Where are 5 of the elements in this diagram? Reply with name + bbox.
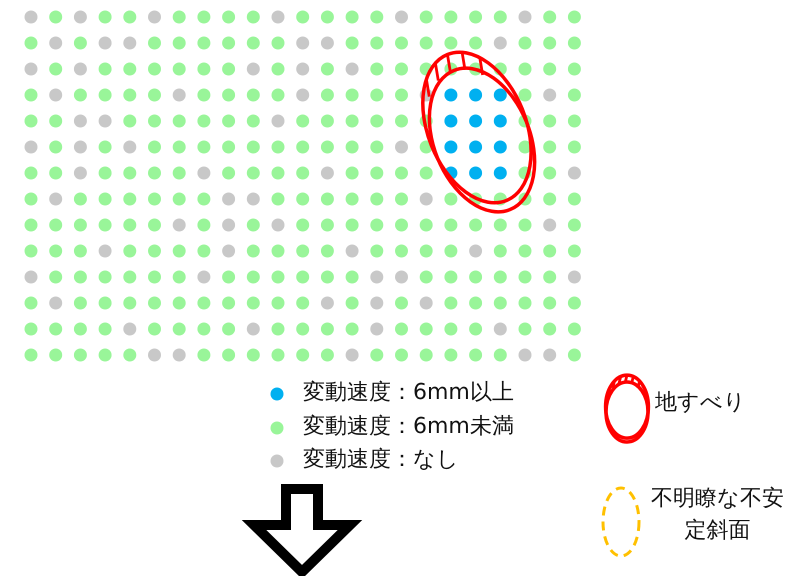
legend-label: 変動速度：6mm未満 bbox=[303, 414, 514, 440]
legend-label: 変動速度：6mm以上 bbox=[303, 380, 514, 406]
legend-label: 不明瞭な不安定斜面 bbox=[650, 485, 785, 545]
legend-label: 地すべり bbox=[655, 390, 746, 416]
legend-label: 変動速度：なし bbox=[303, 447, 459, 473]
